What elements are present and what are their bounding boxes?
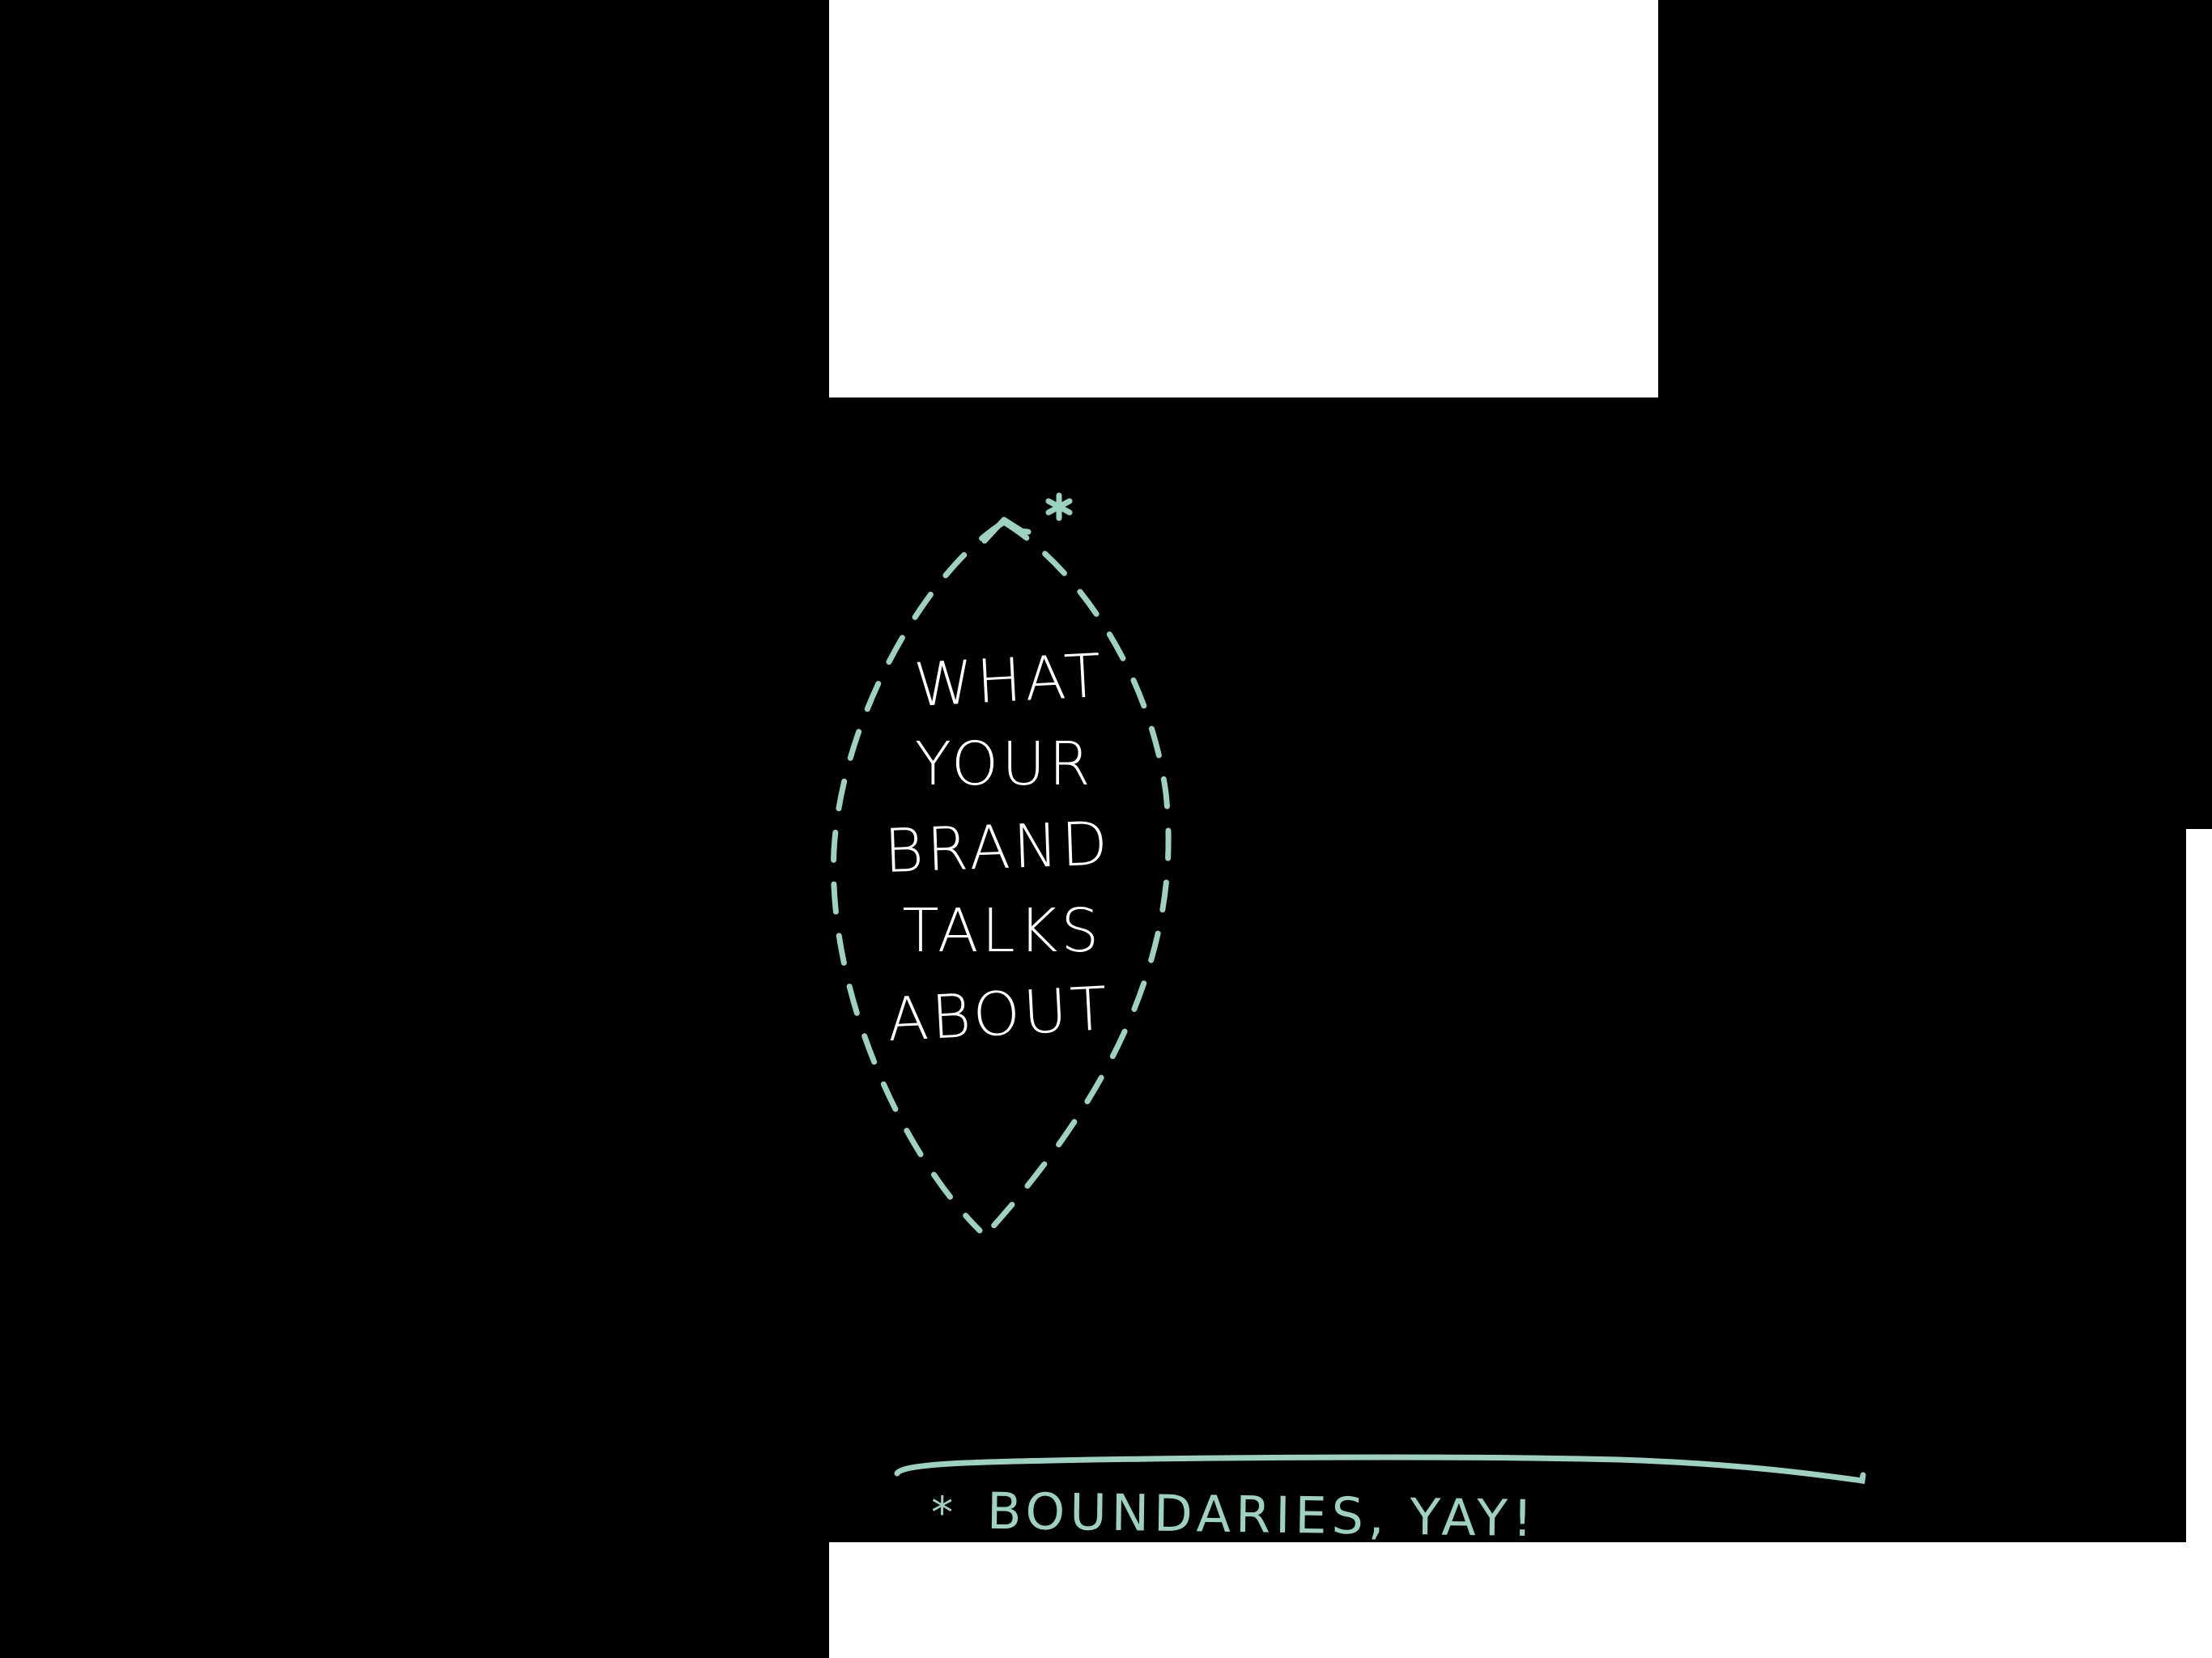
top-white-block — [829, 0, 1658, 397]
headline-line-1: WHAT — [912, 640, 1106, 721]
headline-line-2: YOUR — [914, 729, 1094, 799]
footnote-text: BOUNDARIES, YAY! — [986, 1481, 1538, 1549]
footnote: * BOUNDARIES, YAY! — [931, 1481, 1538, 1548]
headline-line-5: ABOUT — [885, 973, 1112, 1056]
footnote-underline — [894, 1454, 1866, 1484]
leaf-apex-caret — [981, 517, 1032, 544]
right-white-block — [2186, 829, 2212, 1542]
headline-line-3: BRAND — [883, 809, 1112, 886]
headline: WHAT YOUR BRAND TALKS ABOUT — [855, 637, 1154, 1059]
headline-line-4: TALKS — [902, 896, 1103, 967]
footnote-asterisk-icon: * — [930, 1486, 959, 1539]
bottom-white-block — [829, 1542, 2212, 1658]
asterisk-icon — [1045, 492, 1073, 521]
